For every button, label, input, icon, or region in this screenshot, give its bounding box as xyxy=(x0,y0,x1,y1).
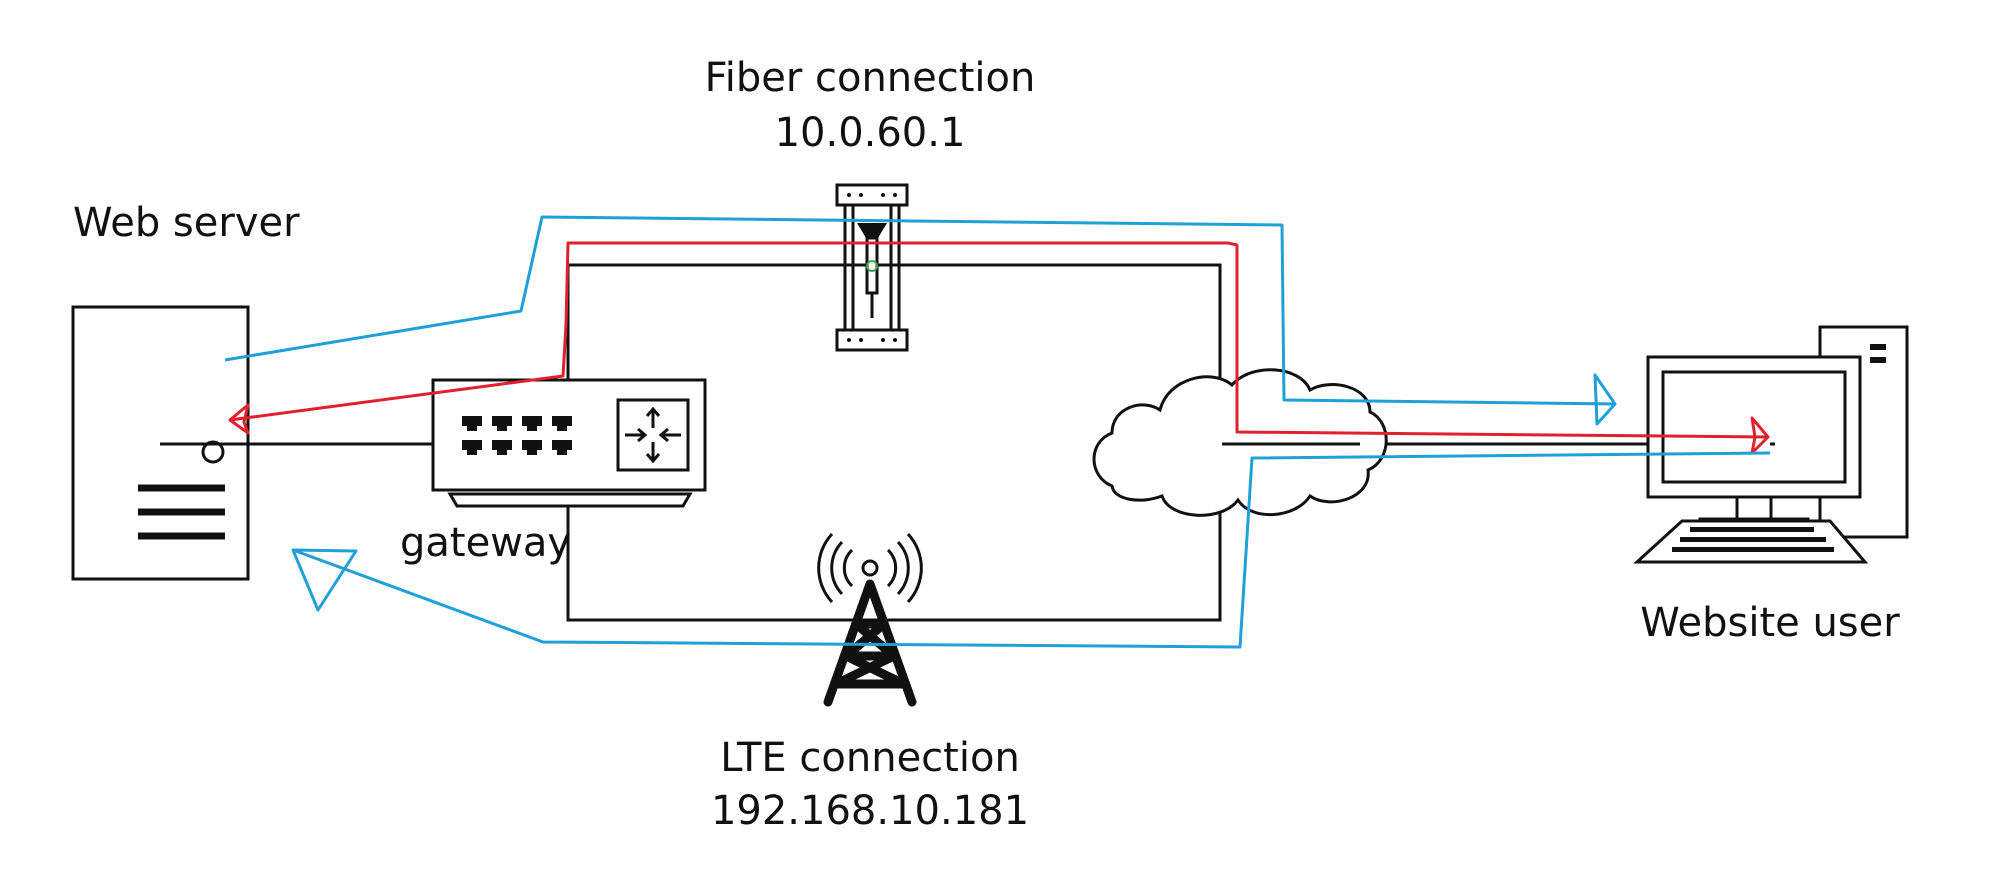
fiber-connection-title: Fiber connection xyxy=(704,55,1036,101)
lte-connection-ip: 192.168.10.181 xyxy=(710,788,1030,834)
red-arrowhead-server xyxy=(228,403,250,435)
fiber-connector-icon xyxy=(835,183,909,352)
red-return-path xyxy=(228,241,1770,455)
fiber-connection-ip: 10.0.60.1 xyxy=(774,110,966,156)
server-icon xyxy=(71,305,250,581)
website-user-label: Website user xyxy=(1640,600,1900,646)
gateway-switch-icon xyxy=(431,378,707,508)
red-arrowhead-user xyxy=(1750,416,1770,455)
network-wiring xyxy=(160,263,1770,622)
blue-request-path xyxy=(224,215,1771,649)
lte-connection-title: LTE connection xyxy=(720,735,1020,781)
web-server-label: Web server xyxy=(73,200,300,246)
blue-arrowhead-user xyxy=(1593,373,1617,426)
internet-cloud-icon xyxy=(1092,368,1388,517)
lte-tower-icon xyxy=(817,532,923,707)
gateway-label: gateway xyxy=(400,520,572,566)
desktop-computer-icon xyxy=(1633,325,1909,564)
blue-arrowhead-server xyxy=(291,548,358,612)
